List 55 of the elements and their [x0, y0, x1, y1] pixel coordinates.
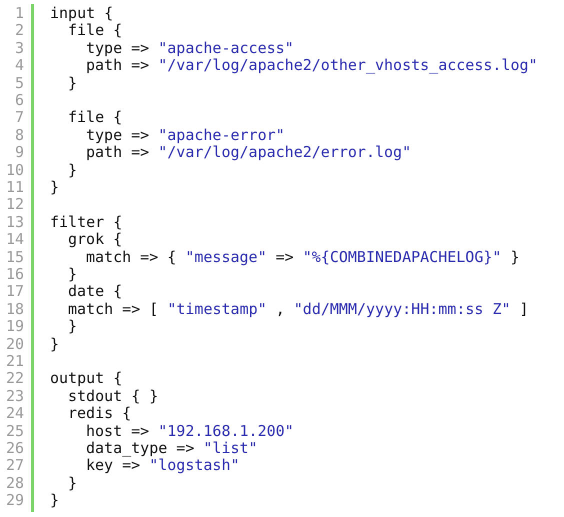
- line-number: 20: [4, 336, 24, 353]
- line-number: 17: [4, 283, 24, 300]
- line-number: 19: [4, 318, 24, 336]
- code-line: redis {: [68, 405, 132, 422]
- code-line: data_type => "list": [86, 440, 258, 457]
- line-number: 6: [14, 92, 24, 109]
- line-number: 8: [14, 126, 24, 144]
- code-line: grok {: [68, 231, 122, 248]
- line-number: 15: [4, 248, 24, 266]
- code-line: type => "apache-error": [86, 126, 285, 144]
- line-number: 7: [14, 109, 24, 126]
- code-line: match => { "message" => "%{COMBINEDAPACHELOG}" }: [86, 248, 520, 266]
- line-number: 18: [4, 300, 24, 318]
- code-line: }: [68, 162, 78, 179]
- code-line: }: [68, 266, 78, 283]
- code-line: }: [68, 318, 78, 336]
- line-number: 29: [4, 492, 24, 510]
- line-number: 5: [14, 74, 24, 92]
- code-line: file {: [68, 109, 122, 126]
- code-line: host => "192.168.1.200": [86, 422, 294, 440]
- line-number: 2: [14, 22, 24, 40]
- line-number: 26: [4, 440, 24, 457]
- line-number: 11: [4, 179, 24, 196]
- line-number: 27: [4, 457, 24, 474]
- code-line: match => [ "timestamp" , "dd/MMM/yyyy:HH:mm:ss Z" ]: [68, 300, 529, 318]
- code-line: }: [50, 492, 60, 510]
- code-line: type => "apache-access": [86, 40, 294, 57]
- line-number: 4: [14, 57, 24, 74]
- line-number: 23: [4, 388, 24, 405]
- code-line: }: [68, 474, 78, 492]
- code-line: path => "/var/log/apache2/error.log": [86, 144, 412, 162]
- line-number: 13: [4, 214, 24, 231]
- code-line: }: [50, 179, 60, 196]
- code-line: output {: [50, 370, 122, 388]
- code-line: filter {: [50, 214, 122, 231]
- line-number: 21: [4, 353, 24, 370]
- line-number: 28: [4, 474, 24, 492]
- line-number: 12: [4, 196, 24, 214]
- line-number: 9: [14, 144, 24, 162]
- code-line: input {: [50, 5, 114, 22]
- line-number: 16: [4, 266, 24, 283]
- line-number: 24: [4, 405, 24, 422]
- code-line: key => "logstash": [86, 457, 240, 474]
- code-line: stdout { }: [68, 388, 158, 405]
- code-line: file {: [68, 22, 122, 40]
- line-number: 10: [4, 162, 24, 179]
- line-number: 3: [14, 40, 24, 57]
- code-line: }: [50, 336, 60, 353]
- line-number: 22: [4, 370, 24, 388]
- line-number: 1: [14, 5, 24, 22]
- line-number: 25: [4, 422, 24, 440]
- line-number: 14: [4, 231, 24, 248]
- code-line: }: [68, 74, 78, 92]
- code-line: date {: [68, 283, 122, 300]
- code-line: path => "/var/log/apache2/other_vhosts_access.log": [86, 57, 538, 74]
